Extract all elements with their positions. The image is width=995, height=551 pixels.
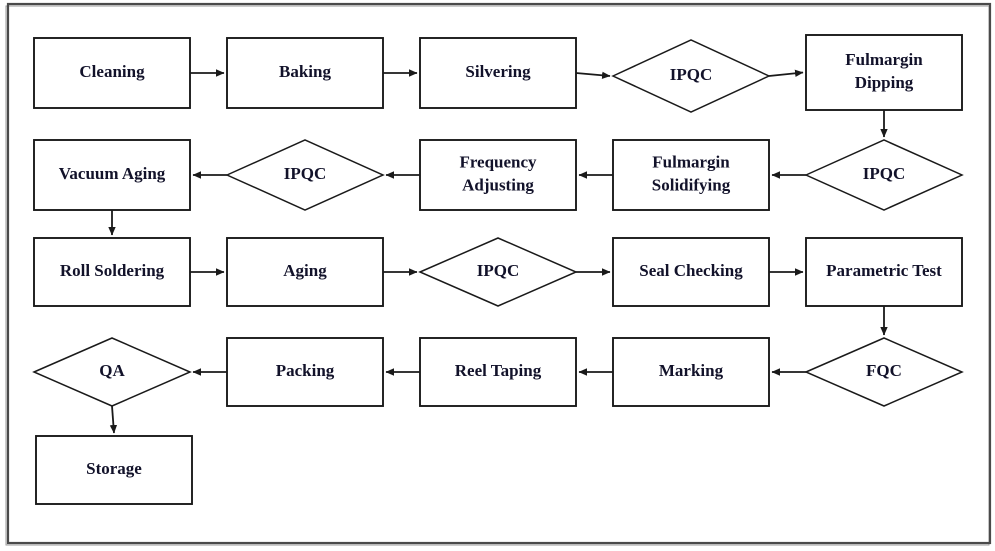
node-label: IPQC (477, 261, 520, 280)
node-label: Silvering (465, 62, 531, 81)
node-label: IPQC (284, 164, 327, 183)
node-label: Aging (283, 261, 327, 280)
process-shape (226, 37, 384, 109)
process-shape (226, 237, 384, 307)
node-marking[interactable]: Marking (612, 337, 770, 407)
node-label: Fulmargin (652, 152, 730, 171)
node-aging[interactable]: Aging (226, 237, 384, 307)
node-storage[interactable]: Storage (35, 435, 193, 505)
process-shape (33, 139, 191, 211)
node-label: IPQC (863, 164, 906, 183)
node-label: QA (99, 361, 125, 380)
node-label: Frequency (459, 152, 537, 171)
process-shape (419, 139, 577, 211)
node-label: IPQC (670, 65, 713, 84)
process-shape (33, 237, 191, 307)
node-label: Roll Soldering (60, 261, 165, 280)
node-packing[interactable]: Packing (226, 337, 384, 407)
node-label: Reel Taping (455, 361, 542, 380)
node-baking[interactable]: Baking (226, 37, 384, 109)
process-shape (805, 237, 963, 307)
node-label: Cleaning (79, 62, 145, 81)
process-shape (419, 337, 577, 407)
node-seal-checking[interactable]: Seal Checking (612, 237, 770, 307)
node-cleaning[interactable]: Cleaning (33, 37, 191, 109)
node-parametric-test[interactable]: Parametric Test (805, 237, 963, 307)
decision-shape (804, 337, 964, 407)
node-label: Marking (659, 361, 724, 380)
process-shape (35, 435, 193, 505)
connections-layer (108, 69, 888, 434)
decision-shape (225, 139, 385, 211)
process-shape (226, 337, 384, 407)
connector-ipqc1-to-fulmargin-dipping (768, 69, 804, 77)
node-label: Parametric Test (826, 261, 942, 280)
connector-qa-to-storage (109, 405, 118, 434)
node-ipqc-2[interactable]: IPQC (804, 139, 964, 211)
node-label: Packing (276, 361, 335, 380)
node-reel-taping[interactable]: Reel Taping (419, 337, 577, 407)
node-label: Storage (86, 459, 142, 478)
node-label: Dipping (855, 73, 914, 92)
decision-shape (611, 39, 771, 113)
connector-silvering-to-ipqc1 (575, 71, 611, 79)
process-shape (612, 337, 770, 407)
process-shape (805, 34, 963, 111)
node-ipqc-4[interactable]: IPQC (418, 237, 578, 307)
node-label: Vacuum Aging (59, 164, 166, 183)
node-label: Baking (279, 62, 331, 81)
node-roll-soldering[interactable]: Roll Soldering (33, 237, 191, 307)
process-shape (612, 237, 770, 307)
decision-shape (418, 237, 578, 307)
node-label: Fulmargin (845, 50, 923, 69)
process-shape (419, 37, 577, 109)
node-qa[interactable]: QA (32, 337, 192, 407)
node-vacuum-aging[interactable]: Vacuum Aging (33, 139, 191, 211)
node-silvering[interactable]: Silvering (419, 37, 577, 109)
decision-shape (804, 139, 964, 211)
figure-border (5, 2, 992, 546)
node-ipqc-3[interactable]: IPQC (225, 139, 385, 211)
node-fqc[interactable]: FQC (804, 337, 964, 407)
node-label: Solidifying (652, 175, 731, 194)
process-shape (33, 37, 191, 109)
node-label: Seal Checking (639, 261, 743, 280)
node-ipqc-1[interactable]: IPQC (611, 39, 771, 113)
node-label: Adjusting (462, 175, 534, 194)
process-shape (612, 139, 770, 211)
decision-shape (32, 337, 192, 407)
node-label: FQC (866, 361, 902, 380)
figure-border-outline (6, 2, 992, 545)
